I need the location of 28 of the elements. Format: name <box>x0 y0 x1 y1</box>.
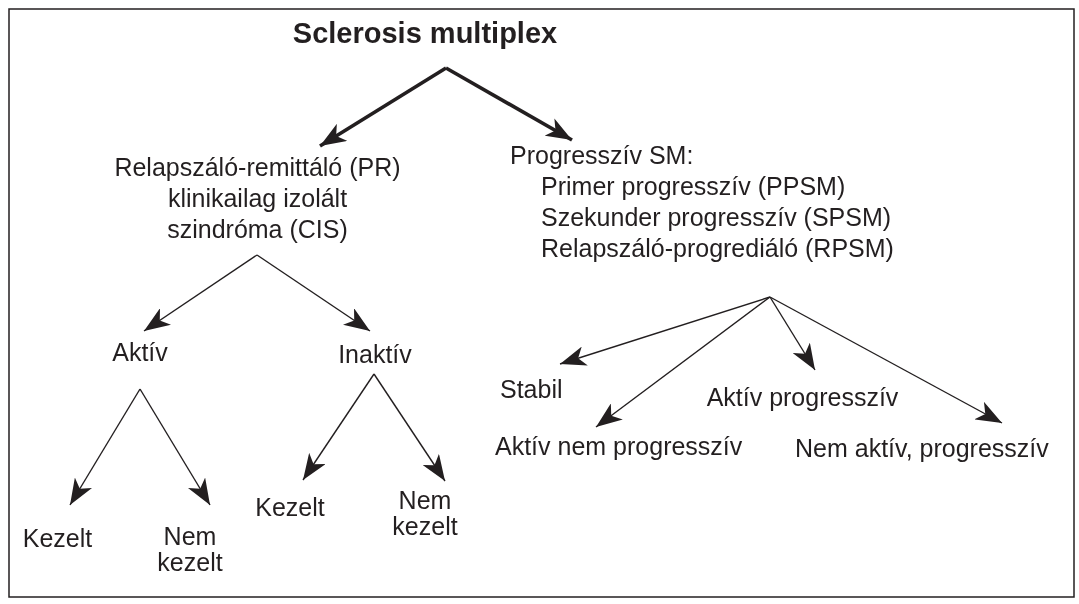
arrow <box>445 66 573 142</box>
arrow <box>319 66 447 148</box>
node-label: Kezelt <box>254 492 326 523</box>
list-item: Szekunder progresszív (SPSM) <box>540 202 892 233</box>
node-label: Kezelt <box>21 523 94 554</box>
node-label: Relapszáló-remittáló (PR) klinikailag izolált szindróma (CIS) <box>113 152 402 245</box>
node-label: Nem aktív, progresszív <box>795 433 1050 464</box>
arrow <box>769 296 1003 424</box>
arrow <box>769 296 816 371</box>
arrow <box>69 388 141 506</box>
node-label: Inaktív <box>337 339 413 370</box>
arrow <box>559 296 771 366</box>
group-heading: Progresszív SM: <box>509 140 694 171</box>
node-label: Aktív nem progresszív <box>495 431 744 462</box>
arrow <box>256 254 371 332</box>
list-item: Relapszáló-progrediáló (RPSM) <box>540 233 894 264</box>
node-label: Aktív progresszív <box>705 382 900 413</box>
list-item: Primer progresszív (PPSM) <box>540 171 846 202</box>
arrow <box>139 388 211 506</box>
arrow <box>595 296 771 428</box>
node-label: Aktív <box>111 337 169 368</box>
arrow <box>373 373 446 482</box>
root-label: Sclerosis multiplex <box>291 18 559 49</box>
arrow <box>143 254 258 332</box>
node-label: Nem kezelt <box>156 523 224 575</box>
node-label: Nem kezelt <box>391 487 459 539</box>
arrow <box>302 373 375 481</box>
node-label: Stabil <box>500 374 564 405</box>
